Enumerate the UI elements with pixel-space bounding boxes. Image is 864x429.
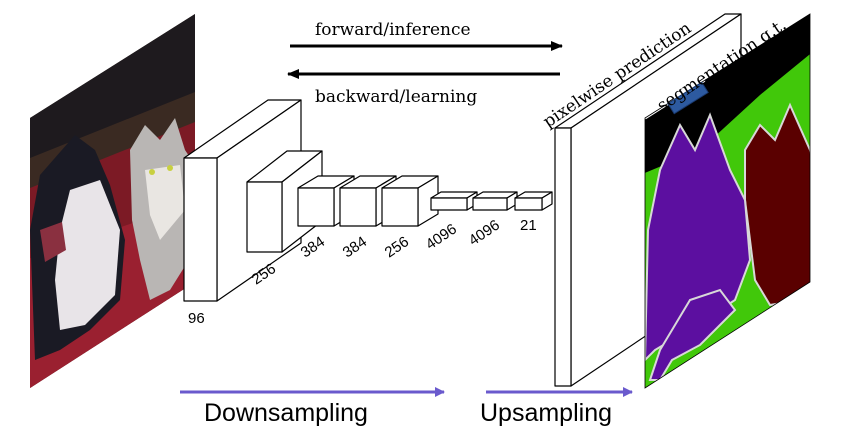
layer-label-21: 21 bbox=[520, 217, 537, 234]
layer-block-4096-b bbox=[472, 191, 518, 211]
upsampling-label: Upsampling bbox=[480, 399, 612, 427]
layer-block-256-a bbox=[246, 150, 323, 253]
forward-label: forward/inference bbox=[315, 20, 471, 40]
layer-label-384-a: 384 bbox=[298, 233, 328, 261]
layer-label-4096-a: 4096 bbox=[423, 221, 460, 254]
downsampling-label: Downsampling bbox=[204, 399, 368, 427]
layer-label-4096-b: 4096 bbox=[466, 217, 503, 250]
layer-label-384-b: 384 bbox=[340, 233, 370, 261]
backward-label: backward/learning bbox=[315, 87, 477, 107]
input-photo bbox=[30, 14, 195, 388]
layer-block-256-b bbox=[381, 175, 439, 227]
segmentation-label-box bbox=[667, 81, 709, 115]
layer-block-4096-a bbox=[430, 191, 478, 211]
layer-block-21 bbox=[514, 191, 553, 211]
layer-label-256-b: 256 bbox=[382, 233, 412, 261]
layer-label-96: 96 bbox=[188, 310, 205, 327]
